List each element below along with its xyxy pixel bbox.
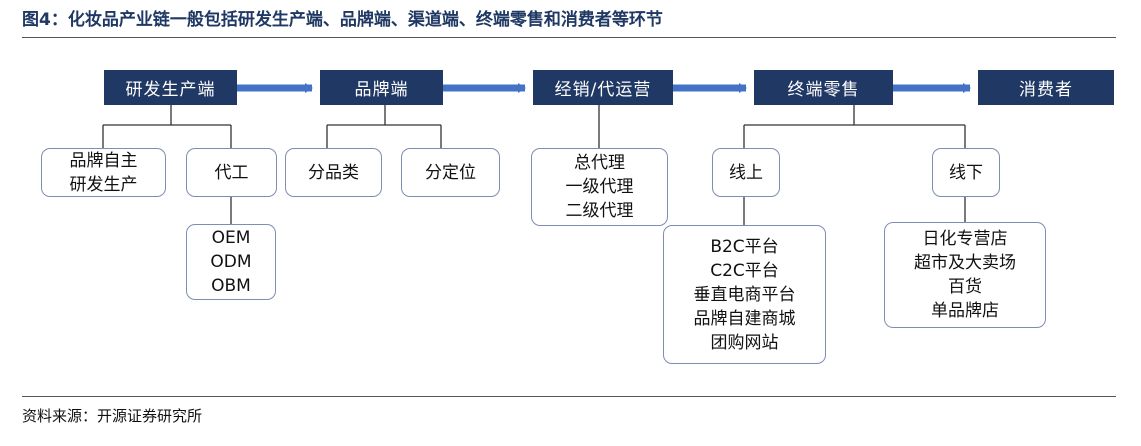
stage-rd-production: 研发生产端 xyxy=(104,70,237,105)
stage-consumer: 消费者 xyxy=(978,70,1114,105)
offline-channel: 超市及大卖场 xyxy=(914,253,1016,273)
agent-level: 一级代理 xyxy=(565,177,634,197)
own-rd-line: 品牌自主 xyxy=(69,150,138,171)
oem-box: 代工 xyxy=(186,148,277,197)
stage-distribution: 经销/代运营 xyxy=(533,70,673,105)
own-rd-line: 研发生产 xyxy=(69,174,138,195)
online-channel: C2C平台 xyxy=(710,260,779,281)
brand-item: 分定位 xyxy=(425,162,476,183)
brand-positioning-box: 分定位 xyxy=(401,148,500,197)
agent-level: 二级代理 xyxy=(565,201,634,221)
online-channels-box: B2C平台 C2C平台 垂直电商平台 品牌自建商城 团购网站 xyxy=(663,225,826,364)
oem-type: OBM xyxy=(211,276,251,296)
oem-label: 代工 xyxy=(214,162,249,183)
online-label: 线上 xyxy=(729,162,763,183)
oem-types-box: OEM ODM OBM xyxy=(186,224,276,300)
figure-title: 图4：化妆品产业链一般包括研发生产端、品牌端、渠道端、终端零售和消费者等环节 xyxy=(22,10,663,30)
stage-brand: 品牌端 xyxy=(320,70,443,105)
offline-channels-box: 日化专营店 超市及大卖场 百货 单品牌店 xyxy=(884,222,1046,328)
offline-box: 线下 xyxy=(932,148,1000,197)
offline-channel: 日化专营店 xyxy=(922,229,1008,249)
bottom-rule xyxy=(22,396,1116,397)
oem-type: ODM xyxy=(210,252,252,272)
oem-type: OEM xyxy=(211,228,251,248)
agent-level: 总代理 xyxy=(574,153,625,173)
online-box: 线上 xyxy=(712,148,780,197)
brand-category-box: 分品类 xyxy=(285,148,382,197)
brand-item: 分品类 xyxy=(308,162,359,183)
online-channel: B2C平台 xyxy=(710,236,779,257)
offline-channel: 百货 xyxy=(948,277,982,297)
distribution-agents-box: 总代理 一级代理 二级代理 xyxy=(531,148,668,226)
offline-channel: 单品牌店 xyxy=(931,301,999,321)
own-rd-box: 品牌自主 研发生产 xyxy=(41,148,166,197)
offline-label: 线下 xyxy=(949,162,983,183)
top-rule xyxy=(22,37,1116,38)
source-note: 资料来源：开源证券研究所 xyxy=(22,407,203,425)
online-channel: 团购网站 xyxy=(710,332,779,353)
online-channel: 垂直电商平台 xyxy=(693,284,796,305)
stage-retail: 终端零售 xyxy=(754,70,893,105)
online-channel: 品牌自建商城 xyxy=(693,308,796,329)
